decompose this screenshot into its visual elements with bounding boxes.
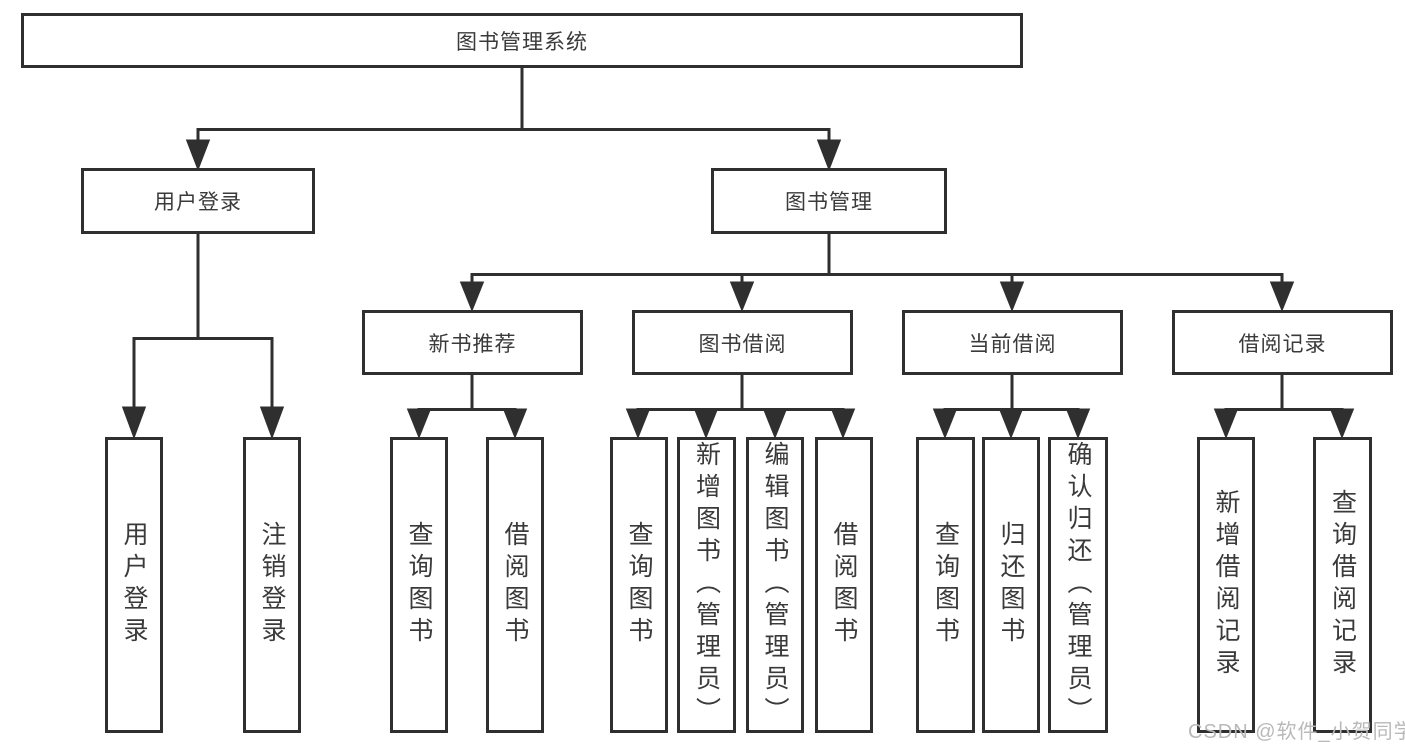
connector-records-to-leaves	[1213, 375, 1355, 440]
node-new-book-recommend-label: 新书推荐	[428, 332, 517, 356]
node-borrowing-edit-books-admin-label: 编辑图书（管理员）	[761, 441, 789, 729]
node-book-management: 图书管理	[711, 168, 947, 234]
node-recommend-query-books-label: 查询图书	[405, 521, 433, 649]
node-borrowing-query-books-label: 查询图书	[625, 521, 653, 649]
arrowhead	[762, 408, 788, 440]
arrowhead	[1065, 408, 1091, 440]
connector-userlogin-to-leaves	[121, 234, 285, 440]
node-book-management-label: 图书管理	[785, 191, 873, 214]
node-user-login: 用户登录	[81, 168, 315, 234]
node-current-return-books: 归还图书	[982, 437, 1040, 733]
connector-borrowing-to-leaves	[625, 375, 856, 440]
connector-path	[196, 68, 831, 143]
connector-current-to-leaves	[932, 375, 1091, 440]
connector-path	[470, 234, 1284, 285]
arrowhead	[729, 281, 755, 313]
node-recommend-borrow-books: 借阅图书	[486, 437, 544, 733]
node-borrowing-records: 借阅记录	[1172, 310, 1393, 375]
arrowhead	[121, 406, 147, 440]
arrowhead	[1213, 408, 1239, 440]
arrowhead	[830, 408, 856, 440]
node-borrowing-query-books: 查询图书	[610, 437, 668, 733]
node-borrowing-borrow-books: 借阅图书	[815, 437, 873, 733]
node-records-add-record-label: 新增借阅记录	[1212, 489, 1240, 681]
node-current-query-books: 查询图书	[916, 437, 975, 733]
node-current-borrowing: 当前借阅	[902, 310, 1123, 375]
node-book-borrowing: 图书借阅	[632, 310, 853, 375]
node-borrowing-add-books-admin-label: 新增图书（管理员）	[692, 441, 721, 729]
arrowhead	[999, 281, 1025, 313]
node-records-query-record: 查询借阅记录	[1313, 437, 1372, 733]
node-login-user-login-label: 用户登录	[120, 521, 148, 649]
arrowhead	[459, 281, 485, 313]
arrowhead	[693, 408, 719, 440]
node-login-logout-label: 注销登录	[258, 521, 286, 649]
arrowhead	[816, 139, 842, 172]
node-root-label: 图书管理系统	[456, 30, 588, 54]
arrowhead	[625, 408, 651, 440]
node-root: 图书管理系统	[21, 13, 1023, 68]
node-borrowing-add-books-admin: 新增图书（管理员）	[677, 437, 736, 733]
connector-recommend-to-leaves	[406, 375, 528, 440]
node-recommend-query-books: 查询图书	[390, 437, 448, 733]
arrowhead	[259, 406, 285, 440]
node-current-borrowing-label: 当前借阅	[968, 332, 1057, 356]
arrowhead	[1329, 408, 1355, 440]
watermark: CSDN @软件_小贺同学	[1188, 721, 1405, 743]
connector-path	[132, 234, 274, 410]
arrowhead	[998, 408, 1024, 440]
node-borrowing-records-label: 借阅记录	[1238, 332, 1327, 356]
node-current-confirm-return-admin-label: 确认归还（管理员）	[1064, 441, 1092, 729]
connector-path	[636, 375, 845, 412]
node-borrowing-edit-books-admin: 编辑图书（管理员）	[746, 437, 804, 733]
node-recommend-borrow-books-label: 借阅图书	[501, 521, 529, 649]
connector-path	[943, 375, 1080, 412]
node-login-logout: 注销登录	[243, 437, 301, 733]
node-current-return-books-label: 归还图书	[997, 521, 1025, 649]
node-login-user-login: 用户登录	[105, 437, 163, 733]
arrowhead	[1269, 281, 1295, 313]
node-borrowing-borrow-books-label: 借阅图书	[830, 521, 858, 649]
node-new-book-recommend: 新书推荐	[362, 310, 583, 375]
node-current-query-books-label: 查询图书	[931, 521, 960, 649]
node-records-add-record: 新增借阅记录	[1197, 437, 1255, 733]
node-current-confirm-return-admin: 确认归还（管理员）	[1048, 437, 1108, 733]
arrowhead	[932, 408, 958, 440]
node-records-query-record-label: 查询借阅记录	[1328, 489, 1357, 681]
arrowhead	[406, 408, 432, 440]
connector-path	[417, 375, 517, 412]
connector-bookmgmt-to-level3	[459, 234, 1295, 313]
connector-path	[1224, 375, 1344, 412]
node-book-borrowing-label: 图书借阅	[698, 332, 787, 356]
node-user-login-label: 用户登录	[154, 191, 242, 214]
arrowhead	[185, 139, 211, 172]
connector-root-to-level2	[185, 68, 842, 172]
arrowhead	[502, 408, 528, 440]
